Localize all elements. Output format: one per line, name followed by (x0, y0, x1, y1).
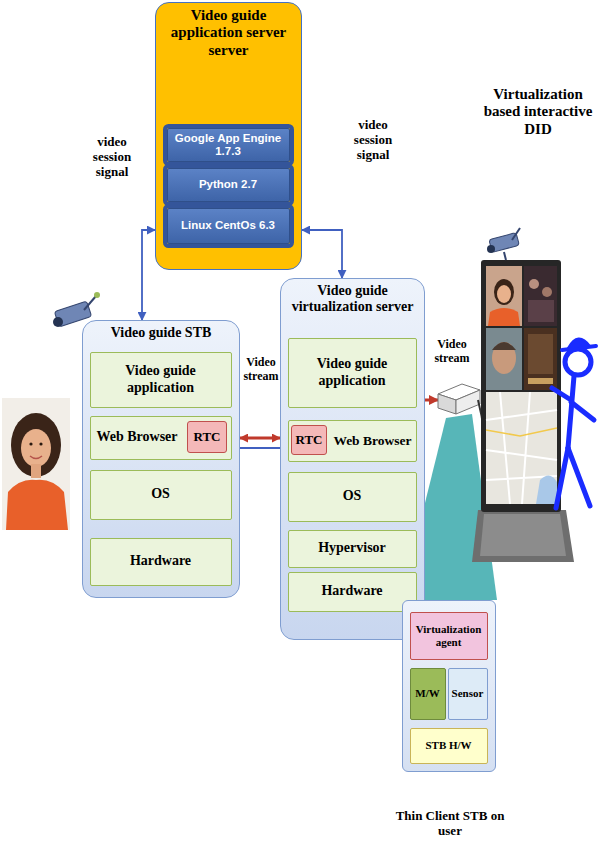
connector-label: video session signal (84, 135, 140, 180)
browser-box: Web Browser RTC (288, 420, 417, 462)
platform-bar: Python 2.7 (167, 168, 290, 202)
device-box: Video guide STB Video guide applicationWe… (82, 320, 240, 598)
sensor-box: Sensor (448, 668, 488, 720)
layer-box: OS (288, 472, 417, 522)
box-label: Hardware (130, 553, 191, 569)
signal-connector (302, 230, 342, 278)
box-label: RTC (194, 430, 221, 445)
agent-box: Virtualization agent (410, 612, 488, 660)
middleware-box: M/W (410, 668, 446, 720)
platform-bar: Linux CentOs 6.3 (167, 208, 290, 244)
box-title: Video guide virtualization server (281, 279, 424, 315)
layer-box: Hardware (288, 572, 417, 612)
signal-connector (240, 437, 280, 440)
browser-box: Web Browser RTC (90, 416, 232, 460)
thin-client-box: Thin Client STB on userVirtualization ag… (402, 600, 496, 772)
layer-box: Video guide application (90, 352, 232, 408)
signal-connector (142, 230, 155, 320)
box-label: STB H/W (425, 739, 471, 752)
layer-box: Hardware (90, 538, 232, 586)
box-label: OS (151, 486, 170, 502)
did-kiosk (472, 260, 574, 562)
camera-icon (487, 228, 520, 260)
box-label: M/W (415, 687, 439, 700)
platform-bar: Google App Engine 1.7.3 (167, 128, 290, 162)
hardware-box: STB H/W (410, 728, 488, 764)
rtc-box: RTC (187, 421, 227, 453)
connector-label: Video stream (238, 356, 284, 384)
server-box: Video guide application server serverGoo… (155, 2, 302, 270)
box-label: Web Browser (333, 433, 411, 449)
box-title: Video guide application server server (156, 3, 301, 59)
note-label: Video stream (426, 338, 478, 366)
box-title: Video guide STB (83, 321, 239, 341)
box-label: Video guide application (94, 363, 228, 395)
device-box: Video guide virtualization serverVideo g… (280, 278, 425, 640)
box-label: Hypervisor (318, 540, 386, 556)
layer-box: Hypervisor (288, 530, 417, 568)
stream-line (240, 447, 280, 449)
connector-label: video session signal (345, 118, 401, 163)
layer-box: OS (90, 470, 232, 520)
box-label: Web Browser (97, 429, 178, 445)
box-label: Google App Engine 1.7.3 (171, 132, 286, 158)
box-label: Hardware (321, 583, 382, 599)
box-label: Virtualization agent (414, 623, 484, 648)
stb-device (438, 384, 486, 470)
user-figure (552, 338, 596, 508)
box-label: OS (343, 488, 362, 504)
box-label: RTC (296, 433, 323, 448)
rtc-box: RTC (291, 425, 327, 455)
box-label: Python 2.7 (199, 178, 257, 191)
box-title: Thin Client STB on user (395, 809, 505, 839)
box-label: Video guide application (292, 356, 413, 388)
presenter-photo (2, 398, 70, 530)
layer-box: Video guide application (288, 338, 417, 408)
box-label: Linux CentOs 6.3 (181, 219, 275, 232)
box-label: Sensor (452, 687, 484, 700)
note-label: Virtualization based interactive DID (480, 86, 596, 138)
